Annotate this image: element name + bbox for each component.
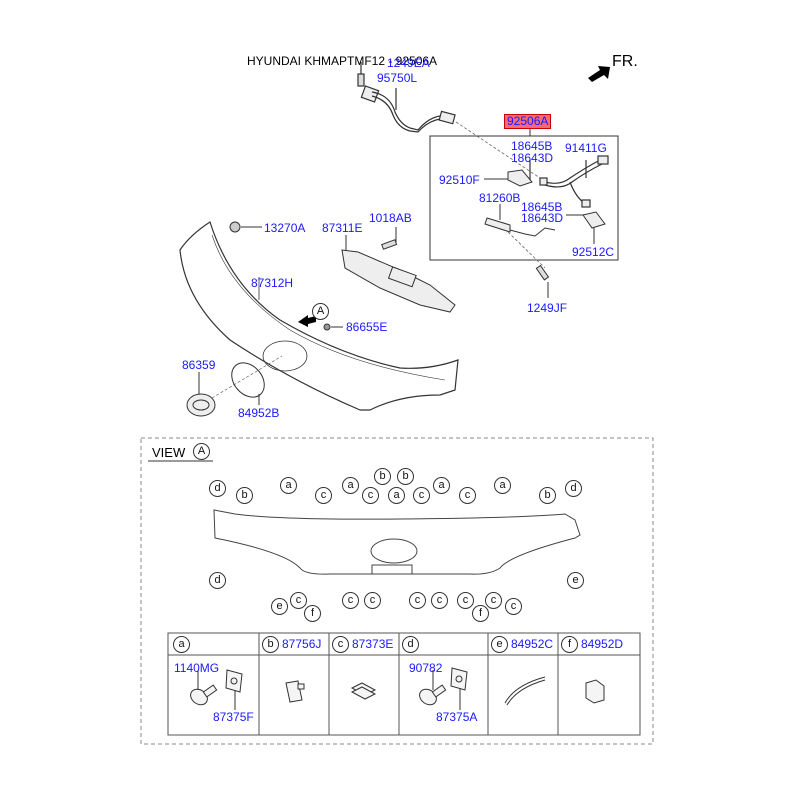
callout-b: b (236, 487, 253, 504)
callout-a: a (433, 477, 450, 494)
callout-a: a (342, 477, 359, 494)
part-label-87311e[interactable]: 87311E (322, 221, 363, 235)
callout-e: e (271, 598, 288, 615)
legend-key-b: b (262, 636, 279, 653)
part-label-84952b[interactable]: 84952B (238, 406, 280, 420)
part-label-92512c[interactable]: 92512C (572, 245, 615, 259)
pad-87375a-icon (450, 667, 468, 710)
view-label: VIEW (152, 445, 186, 460)
legend-key-f: f (561, 636, 578, 653)
callout-c: c (485, 592, 502, 609)
front-direction-arrow (588, 66, 610, 82)
callout-b: b (374, 468, 391, 485)
callout-f: f (304, 605, 321, 622)
legend-key-c: c (332, 636, 349, 653)
emblem-86359 (186, 355, 283, 417)
clip-87373e-icon (350, 682, 377, 700)
view-a-frame (140, 437, 654, 745)
legend-part-84952c[interactable]: 84952C (511, 637, 554, 651)
screw-1249jf (535, 264, 550, 298)
part-label-81260b[interactable]: 81260B (479, 191, 521, 205)
callout-d: e (567, 572, 584, 589)
callout-b: b (539, 487, 556, 504)
clip-87756j-icon (285, 680, 305, 703)
callout-c: c (413, 487, 430, 504)
part-label-18645b-2[interactable]: 18645B (521, 200, 563, 214)
view-a-arrow (298, 315, 316, 327)
legend-part-87375f[interactable]: 87375F (213, 710, 254, 724)
front-direction-label: FR. (612, 53, 638, 70)
view-a-panel (213, 509, 581, 575)
callout-a: a (494, 477, 511, 494)
part-label-13270a[interactable]: 13270A (264, 221, 306, 235)
callout-c: c (290, 592, 307, 609)
legend-part-1140mg[interactable]: 1140MG (174, 661, 220, 675)
assembly-box-92506a (429, 135, 619, 261)
callout-c: c (409, 592, 426, 609)
legend-key-d: d (402, 636, 419, 653)
callout-a: a (388, 487, 405, 504)
courtesy-lamp-81260b (484, 204, 556, 237)
tape-84952b (231, 362, 265, 405)
part-label-1018ab[interactable]: 1018AB (369, 211, 412, 225)
legend-key-a: a (173, 636, 190, 653)
view-a-callout: A (312, 303, 329, 320)
pad-84952d-icon (585, 679, 605, 704)
pad-87375f-icon (225, 669, 243, 710)
part-label-86655e[interactable]: 86655E (346, 320, 388, 334)
callout-b: b (397, 468, 414, 485)
license-lamp-92510f (484, 169, 533, 187)
legend-key-e: e (491, 636, 508, 653)
callout-c: c (364, 592, 381, 609)
callout-c: c (315, 487, 332, 504)
legend-table-grid (167, 632, 641, 736)
pin-90782-icon (419, 670, 447, 706)
callout-c: c (362, 487, 379, 504)
nut-13270a (229, 221, 262, 233)
part-label-18645b[interactable]: 18645B (511, 139, 553, 153)
part-label-86359[interactable]: 86359 (182, 358, 216, 372)
handle-87311e (341, 235, 456, 313)
part-label-1249jf[interactable]: 1249JF (527, 301, 568, 315)
part-label-87312h[interactable]: 87312H (251, 276, 294, 290)
part-label-91411g[interactable]: 91411G (565, 141, 607, 155)
view-ref-circle: A (193, 443, 210, 460)
license-lamp-92512c (566, 211, 606, 244)
legend-part-87756j[interactable]: 87756J (282, 637, 322, 651)
callout-f: f (472, 605, 489, 622)
wiring-harness-95750l (357, 62, 456, 133)
callout-e: c (505, 598, 522, 615)
legend-part-90782[interactable]: 90782 (409, 661, 443, 675)
callout-c: c (431, 592, 448, 609)
diagram-title: HYUNDAI KHMAPTMF12 - 92506A (247, 54, 438, 68)
part-label-92506a-highlighted[interactable]: 92506A (504, 114, 552, 129)
callout-d: d (209, 572, 226, 589)
part-label-95750l[interactable]: 95750L (377, 71, 418, 85)
part-label-18643d-2[interactable]: 18643D (521, 211, 564, 225)
callout-c: c (342, 592, 359, 609)
clip-86655e (323, 323, 343, 331)
part-label-92510f[interactable]: 92510F (439, 173, 480, 187)
legend-part-87375a[interactable]: 87375A (436, 710, 478, 724)
callout-d: d (209, 480, 226, 497)
legend-part-84952d[interactable]: 84952D (581, 637, 624, 651)
legend-part-87373e[interactable]: 87373E (352, 637, 394, 651)
callout-a: a (280, 477, 297, 494)
part-label-18643d[interactable]: 18643D (511, 151, 554, 165)
pin-1140mg-icon (190, 670, 218, 706)
callout-c: c (457, 592, 474, 609)
tape-84952c-icon (504, 676, 546, 706)
lamp-harness-91411g (529, 155, 609, 208)
bolt-1018ab (381, 227, 398, 250)
callout-d: d (565, 480, 582, 497)
callout-c: c (459, 487, 476, 504)
part-label-1249ea[interactable]: 1249EA (387, 56, 430, 70)
garnish-87312h (179, 221, 459, 411)
